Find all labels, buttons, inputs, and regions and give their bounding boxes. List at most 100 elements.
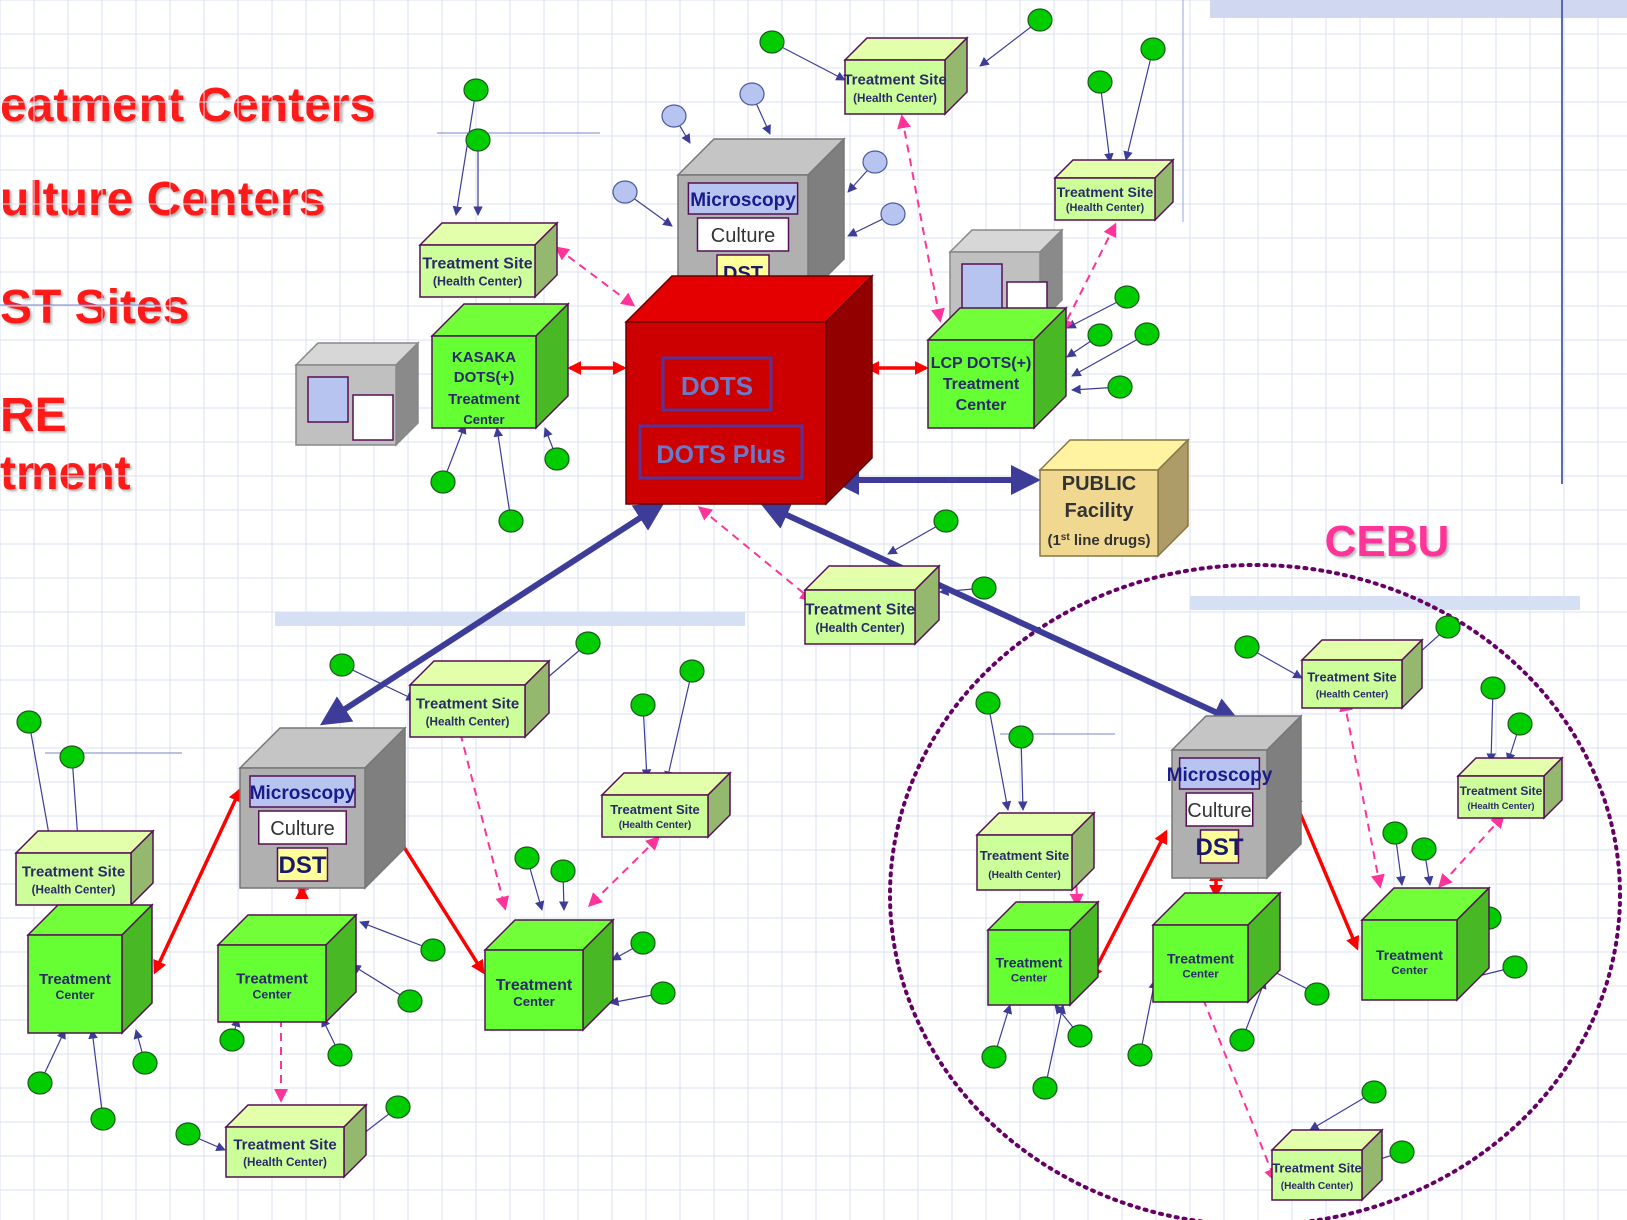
- treatment-center-title: Treatment: [39, 971, 111, 988]
- culture-dot: [739, 82, 765, 106]
- cube-front: [1054, 177, 1156, 221]
- connector-line: [1071, 333, 1148, 377]
- service-link: [1289, 791, 1360, 951]
- referral-link: [1339, 697, 1385, 889]
- treatment-center-subtitle: Center: [513, 994, 555, 1009]
- lab-slot: [352, 394, 394, 441]
- microscopy-box: [1178, 757, 1261, 790]
- treatment-dot: [1229, 1028, 1255, 1052]
- referral-link: [1060, 222, 1117, 333]
- treatment-dot: [550, 859, 576, 883]
- treatment-site-subtitle: (Health Center): [988, 870, 1061, 881]
- treatment-dot: [544, 447, 570, 471]
- culture-dot: [880, 202, 906, 226]
- treatment-dot: [1507, 712, 1533, 736]
- microscopy-box: [687, 182, 799, 215]
- connector-line: [71, 756, 83, 841]
- treatment-dot: [679, 659, 705, 683]
- treatment-site-subtitle: (Health Center): [32, 884, 116, 897]
- dots-label: DOTS: [681, 371, 753, 401]
- culture-dot: [661, 104, 687, 128]
- connector-line: [1309, 1091, 1375, 1131]
- treatment-dot: [630, 931, 656, 955]
- dots-plus-frame: [638, 424, 804, 480]
- referral-link: [452, 717, 510, 911]
- cube-front: [225, 1126, 345, 1178]
- kasaka-center-label: Center: [463, 412, 504, 427]
- microscopy-label: Microscopy: [1167, 765, 1273, 786]
- terminal-dots: [16, 8, 1533, 1164]
- treatment-dot: [16, 710, 42, 734]
- treatment-dot: [463, 78, 489, 102]
- legend-re: RE: [0, 389, 67, 442]
- referral-link: [1195, 983, 1278, 1183]
- treatment-center-title: Treatment: [496, 977, 573, 994]
- cube-front: [419, 244, 536, 298]
- connector-line: [1123, 48, 1154, 161]
- treatment-dot: [430, 470, 456, 494]
- treatment-dot: [1435, 615, 1461, 639]
- treatment-dot: [1361, 1080, 1387, 1104]
- cube-front: [431, 335, 537, 429]
- treatment-dot: [397, 989, 423, 1013]
- kasaka-treatment: Treatment: [448, 391, 520, 408]
- microscopy-label: Microscopy: [690, 190, 796, 211]
- header-strip: [1210, 0, 1627, 18]
- treatment-dot: [1107, 375, 1133, 399]
- treatment-site-cebu-top: Treatment Site(Health Center): [1300, 638, 1424, 710]
- dst-label: DST: [1196, 834, 1244, 861]
- referral-link: [1438, 813, 1505, 889]
- panel-strip: [275, 612, 745, 626]
- treatment-site-title: Treatment Site: [980, 848, 1070, 863]
- legend-treatment-centers: eatment Centers: [0, 79, 377, 132]
- treatment-dot: [759, 30, 785, 54]
- culture-box: [1185, 792, 1254, 827]
- culture-dot: [612, 180, 638, 204]
- cube-front: [217, 944, 327, 1023]
- lcp-center-label: Center: [956, 397, 1007, 414]
- treatment-dot: [1411, 837, 1437, 861]
- cube-front: [1361, 919, 1458, 1001]
- culture-dot: [862, 150, 888, 174]
- treatment-dot: [327, 1043, 353, 1067]
- panel-strip: [1190, 596, 1580, 610]
- treatment-dot: [1008, 725, 1034, 749]
- treatment-site-subtitle: (Health Center): [1281, 1181, 1354, 1192]
- service-link: [388, 822, 485, 975]
- treatment-center-subtitle: Center: [1011, 973, 1048, 985]
- treatment-site-bl-left: Treatment Site(Health Center): [14, 829, 155, 907]
- treatment-dot: [1304, 982, 1330, 1006]
- treatment-dot: [975, 691, 1001, 715]
- treatment-dot: [1140, 37, 1166, 61]
- connector-line: [771, 41, 846, 81]
- connector-line: [987, 702, 1012, 811]
- dst-label: DST: [279, 852, 327, 879]
- main-link: [759, 501, 1243, 726]
- treatment-site-cebu-right: Treatment Site(Health Center): [1456, 756, 1564, 820]
- connector-line: [1044, 1004, 1066, 1089]
- treatment-dot: [575, 631, 601, 655]
- treatment-site-subtitle: (Health Center): [1316, 689, 1389, 700]
- cube-front: [27, 934, 123, 1034]
- treatment-dot: [465, 128, 491, 152]
- treatment-site-top: Treatment Site(Health Center): [843, 36, 969, 116]
- culture-box: [696, 217, 790, 252]
- culture-label: Culture: [1187, 800, 1251, 822]
- legend-culture-centers: ulture Centers: [0, 173, 326, 226]
- treatment-dot: [132, 1051, 158, 1075]
- microscopy-label: Microscopy: [250, 783, 356, 804]
- cube-front: [1457, 775, 1545, 819]
- treatment-dot: [1067, 1024, 1093, 1048]
- treatment-site-cebu-bottom: Treatment Site(Health Center): [1270, 1128, 1384, 1202]
- treatment-dot: [329, 653, 355, 677]
- connector-line: [1486, 687, 1497, 763]
- kasaka-dots: DOTS(+): [454, 369, 514, 386]
- cube-front: [987, 929, 1071, 1006]
- treatment-dot: [971, 576, 997, 600]
